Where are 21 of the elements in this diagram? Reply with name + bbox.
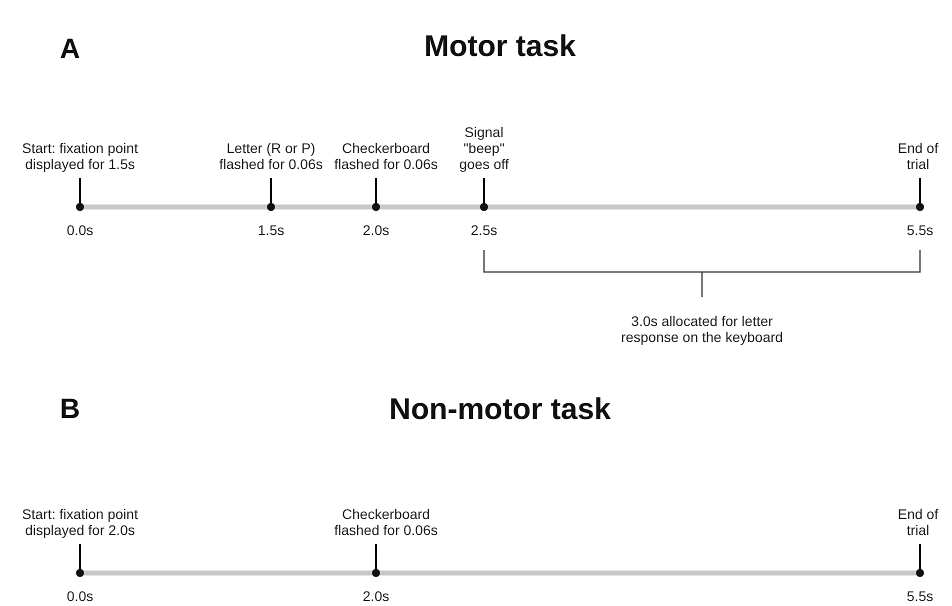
event-label: Letter (R or P) flashed for 0.06s (218, 140, 324, 172)
event-label: End of trial (896, 506, 940, 538)
time-label: 0.0s (66, 222, 94, 238)
event-label: Signal "beep" goes off (458, 124, 510, 172)
event-label: Checkerboard flashed for 0.06s (333, 140, 439, 172)
panel-letter: A (58, 33, 82, 65)
time-label: 1.5s (256, 222, 286, 238)
event-label: End of trial (896, 140, 940, 172)
panel-title: Non-motor task (388, 393, 612, 427)
event-label: Start: fixation point displayed for 2.0s (21, 506, 139, 538)
event-label: Checkerboard flashed for 0.06s (333, 506, 439, 538)
time-label: 2.0s (362, 588, 390, 604)
event-label: Start: fixation point displayed for 1.5s (21, 140, 139, 172)
time-label: 5.5s (906, 588, 934, 604)
time-label: 5.5s (906, 222, 934, 238)
panel-letter: B (58, 393, 82, 425)
time-label: 0.0s (66, 588, 94, 604)
time-label: 2.0s (362, 222, 390, 238)
time-label: 2.5s (470, 222, 498, 238)
panel-title: Motor task (423, 30, 577, 64)
bracket-note: 3.0s allocated for letter response on the keyboard (620, 313, 784, 345)
